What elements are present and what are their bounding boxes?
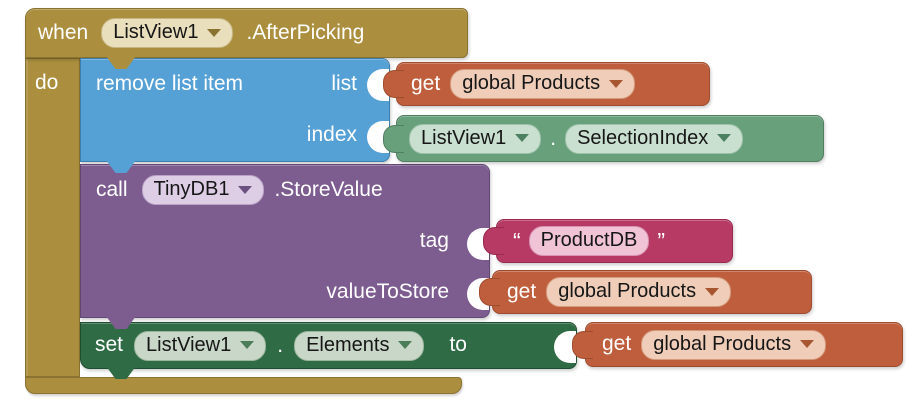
value-plug: [572, 330, 593, 359]
variable-name: global Products: [558, 280, 697, 302]
tag-arg-label: tag: [419, 228, 449, 252]
get-label: get: [411, 71, 441, 95]
value-plug: [383, 70, 404, 98]
get-global-products-block-1[interactable]: get global Products: [383, 62, 710, 106]
dropdown-arrow-icon[interactable]: [238, 185, 253, 194]
remove-list-item-label: remove list item: [96, 72, 244, 96]
event-name-label: .AfterPicking: [246, 20, 365, 44]
text-string-input[interactable]: ProductDB: [528, 226, 650, 256]
dot-separator: .: [550, 126, 557, 150]
value-plug: [479, 278, 500, 306]
dropdown-arrow-icon[interactable]: [240, 341, 255, 349]
when-event-block-bottom[interactable]: [25, 377, 462, 394]
get-label: get: [507, 279, 537, 303]
call-component-name: TinyDB1: [153, 178, 230, 201]
open-quote: “: [513, 227, 521, 254]
setter-property-name: Elements: [306, 333, 390, 356]
setter-property-dropdown[interactable]: Elements: [294, 330, 425, 361]
to-socket[interactable]: [554, 331, 576, 363]
call-storevalue-block[interactable]: call TinyDB1 .StoreValue tag valueToStor…: [80, 164, 490, 318]
dropdown-arrow-icon[interactable]: [705, 287, 720, 296]
getter-component-name: ListView1: [421, 126, 507, 149]
getter-property-name: SelectionIndex: [577, 126, 709, 149]
getter-property-dropdown[interactable]: SelectionIndex: [565, 123, 744, 154]
variable-dropdown[interactable]: global Products: [546, 277, 732, 307]
value-to-store-row: valueToStore: [81, 266, 489, 317]
event-component-dropdown[interactable]: ListView1: [101, 18, 234, 48]
statement-connector-bump: [106, 367, 136, 379]
close-quote: ”: [657, 227, 666, 254]
dropdown-arrow-icon[interactable]: [800, 340, 815, 348]
remove-list-item-row-index: index: [81, 110, 389, 161]
dropdown-arrow-icon[interactable]: [515, 134, 530, 142]
when-label: when: [38, 20, 89, 44]
tag-row: tag: [81, 216, 489, 267]
statement-connector-bump: [106, 161, 136, 173]
setter-component-name: ListView1: [146, 333, 232, 356]
call-row: call TinyDB1 .StoreValue: [81, 165, 489, 216]
set-label: set: [95, 333, 124, 357]
get-global-products-block-3[interactable]: get global Products: [572, 322, 903, 367]
list-arg-label: list: [331, 72, 357, 96]
set-elements-block[interactable]: set ListView1 . Elements to: [80, 322, 577, 369]
text-string-block[interactable]: “ ProductDB ”: [483, 219, 733, 263]
dropdown-arrow-icon[interactable]: [398, 341, 413, 349]
variable-name: global Products: [462, 72, 601, 94]
call-component-dropdown[interactable]: TinyDB1: [141, 175, 265, 206]
method-name-label: .StoreValue: [274, 178, 383, 202]
when-event-block-spine[interactable]: [25, 58, 80, 377]
dropdown-arrow-icon[interactable]: [207, 28, 222, 37]
remove-list-item-block[interactable]: remove list item list index: [80, 58, 390, 162]
remove-list-item-row-list: remove list item list: [81, 59, 389, 110]
index-arg-label: index: [306, 123, 357, 147]
setter-component-dropdown[interactable]: ListView1: [134, 330, 267, 361]
do-label: do: [35, 71, 59, 94]
event-component-name: ListView1: [113, 21, 199, 43]
get-global-products-block-2[interactable]: get global Products: [479, 270, 812, 314]
variable-dropdown[interactable]: global Products: [450, 69, 636, 99]
value-plug: [483, 227, 504, 255]
selection-index-getter-block[interactable]: ListView1 . SelectionIndex: [383, 115, 824, 162]
statement-connector-bump: [106, 317, 136, 329]
variable-dropdown[interactable]: global Products: [641, 329, 827, 360]
value-plug: [383, 124, 404, 153]
to-label: to: [449, 333, 467, 357]
dropdown-arrow-icon[interactable]: [609, 79, 624, 88]
call-label: call: [96, 178, 128, 202]
value-to-store-arg-label: valueToStore: [326, 279, 449, 303]
dot-separator: .: [277, 333, 284, 357]
dropdown-arrow-icon[interactable]: [717, 134, 732, 142]
variable-name: global Products: [653, 332, 792, 355]
statement-connector-bump: [106, 57, 136, 69]
when-event-block-header[interactable]: when ListView1 .AfterPicking: [25, 8, 468, 58]
getter-component-dropdown[interactable]: ListView1: [409, 123, 542, 154]
text-string-value: ProductDB: [540, 229, 638, 251]
get-label: get: [602, 332, 632, 356]
